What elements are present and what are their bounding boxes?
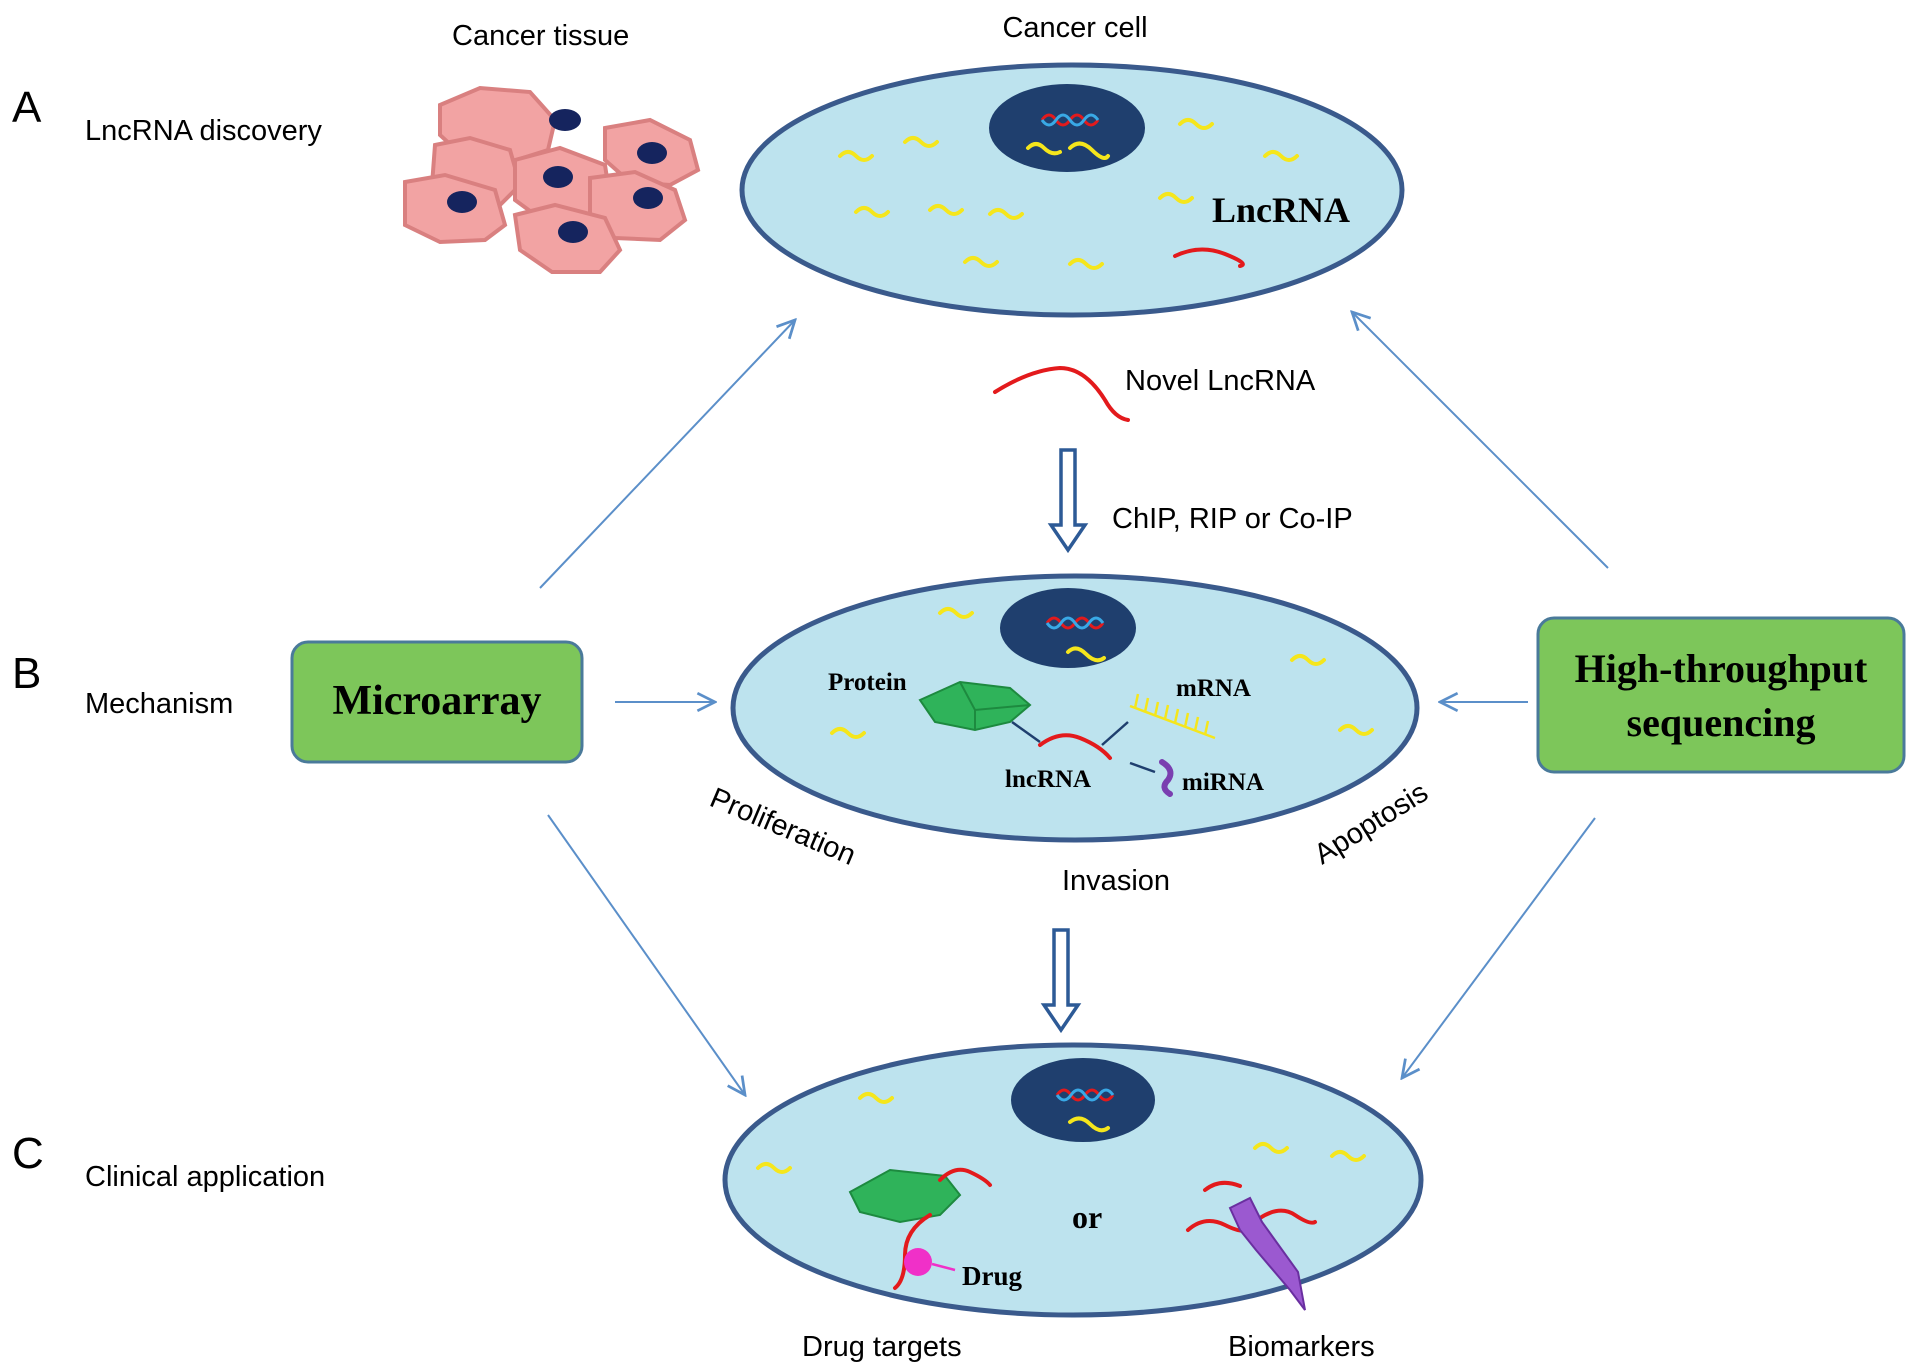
mrna-label: mRNA bbox=[1176, 675, 1251, 702]
hts-label-line1: High-throughput bbox=[1575, 646, 1868, 691]
nucleus-top bbox=[989, 84, 1145, 172]
arrow-sequencing-to-bottom-cell bbox=[1402, 817, 1596, 1078]
or-label: or bbox=[1072, 1199, 1102, 1235]
section-a-title: LncRNA discovery bbox=[85, 115, 322, 147]
section-b-letter: B bbox=[12, 649, 41, 698]
cancer-tissue-illustration bbox=[403, 85, 701, 274]
protein-shape bbox=[918, 680, 1032, 732]
nucleus-bottom bbox=[1011, 1058, 1155, 1142]
biomarker-molecule bbox=[1228, 1196, 1306, 1311]
hollow-down-arrow-2 bbox=[1040, 928, 1082, 1034]
arrow-microarray-to-top-cell bbox=[539, 320, 795, 589]
invasion-label: Invasion bbox=[1062, 865, 1170, 897]
protein-label: Protein bbox=[828, 669, 907, 696]
cancer-cell-middle: Protein mRNA lncRNA miRNA bbox=[730, 573, 1420, 843]
cancer-tissue-label: Cancer tissue bbox=[452, 20, 629, 52]
microarray-label: Microarray bbox=[332, 678, 541, 724]
novel-lncrna-label: Novel LncRNA bbox=[1125, 365, 1316, 397]
mirna-strand bbox=[1159, 759, 1174, 797]
cancer-cell-top: LncRNA bbox=[739, 62, 1405, 318]
arrow-microarray-to-bottom-cell bbox=[547, 814, 745, 1095]
mrna-strand bbox=[1129, 693, 1216, 740]
hts-label-line2: sequencing bbox=[1627, 700, 1816, 745]
drug-label: Drug bbox=[962, 1261, 1022, 1291]
methods-label: ChIP, RIP or Co-IP bbox=[1112, 503, 1353, 535]
mirna-label: miRNA bbox=[1182, 769, 1264, 796]
section-c-title: Clinical application bbox=[85, 1161, 325, 1193]
drug-targets-label: Drug targets bbox=[802, 1331, 962, 1363]
cancer-cell-label: Cancer cell bbox=[1002, 12, 1147, 44]
drug-molecule bbox=[904, 1248, 932, 1276]
section-b-title: Mechanism bbox=[85, 688, 233, 720]
lncrna-small-label: lncRNA bbox=[1005, 766, 1091, 793]
lncrna-strand-top bbox=[1173, 247, 1245, 268]
lncrna-big-label: LncRNA bbox=[1212, 190, 1350, 230]
high-throughput-sequencing-box: High-throughput sequencing bbox=[1536, 616, 1906, 774]
drug-target-protein bbox=[848, 1168, 962, 1224]
connector-arrows bbox=[539, 312, 1609, 1095]
microarray-box: Microarray bbox=[290, 640, 584, 764]
arrow-sequencing-to-top-cell bbox=[1352, 312, 1609, 569]
section-a-letter: A bbox=[12, 83, 42, 132]
novel-lncrna-strand bbox=[993, 365, 1130, 422]
hollow-down-arrow-1 bbox=[1047, 448, 1089, 554]
section-c-letter: C bbox=[12, 1129, 44, 1178]
cancer-cell-bottom: Drug or bbox=[722, 1042, 1424, 1318]
lncrna-strand-middle bbox=[1038, 733, 1112, 760]
biomarkers-label: Biomarkers bbox=[1228, 1331, 1375, 1363]
